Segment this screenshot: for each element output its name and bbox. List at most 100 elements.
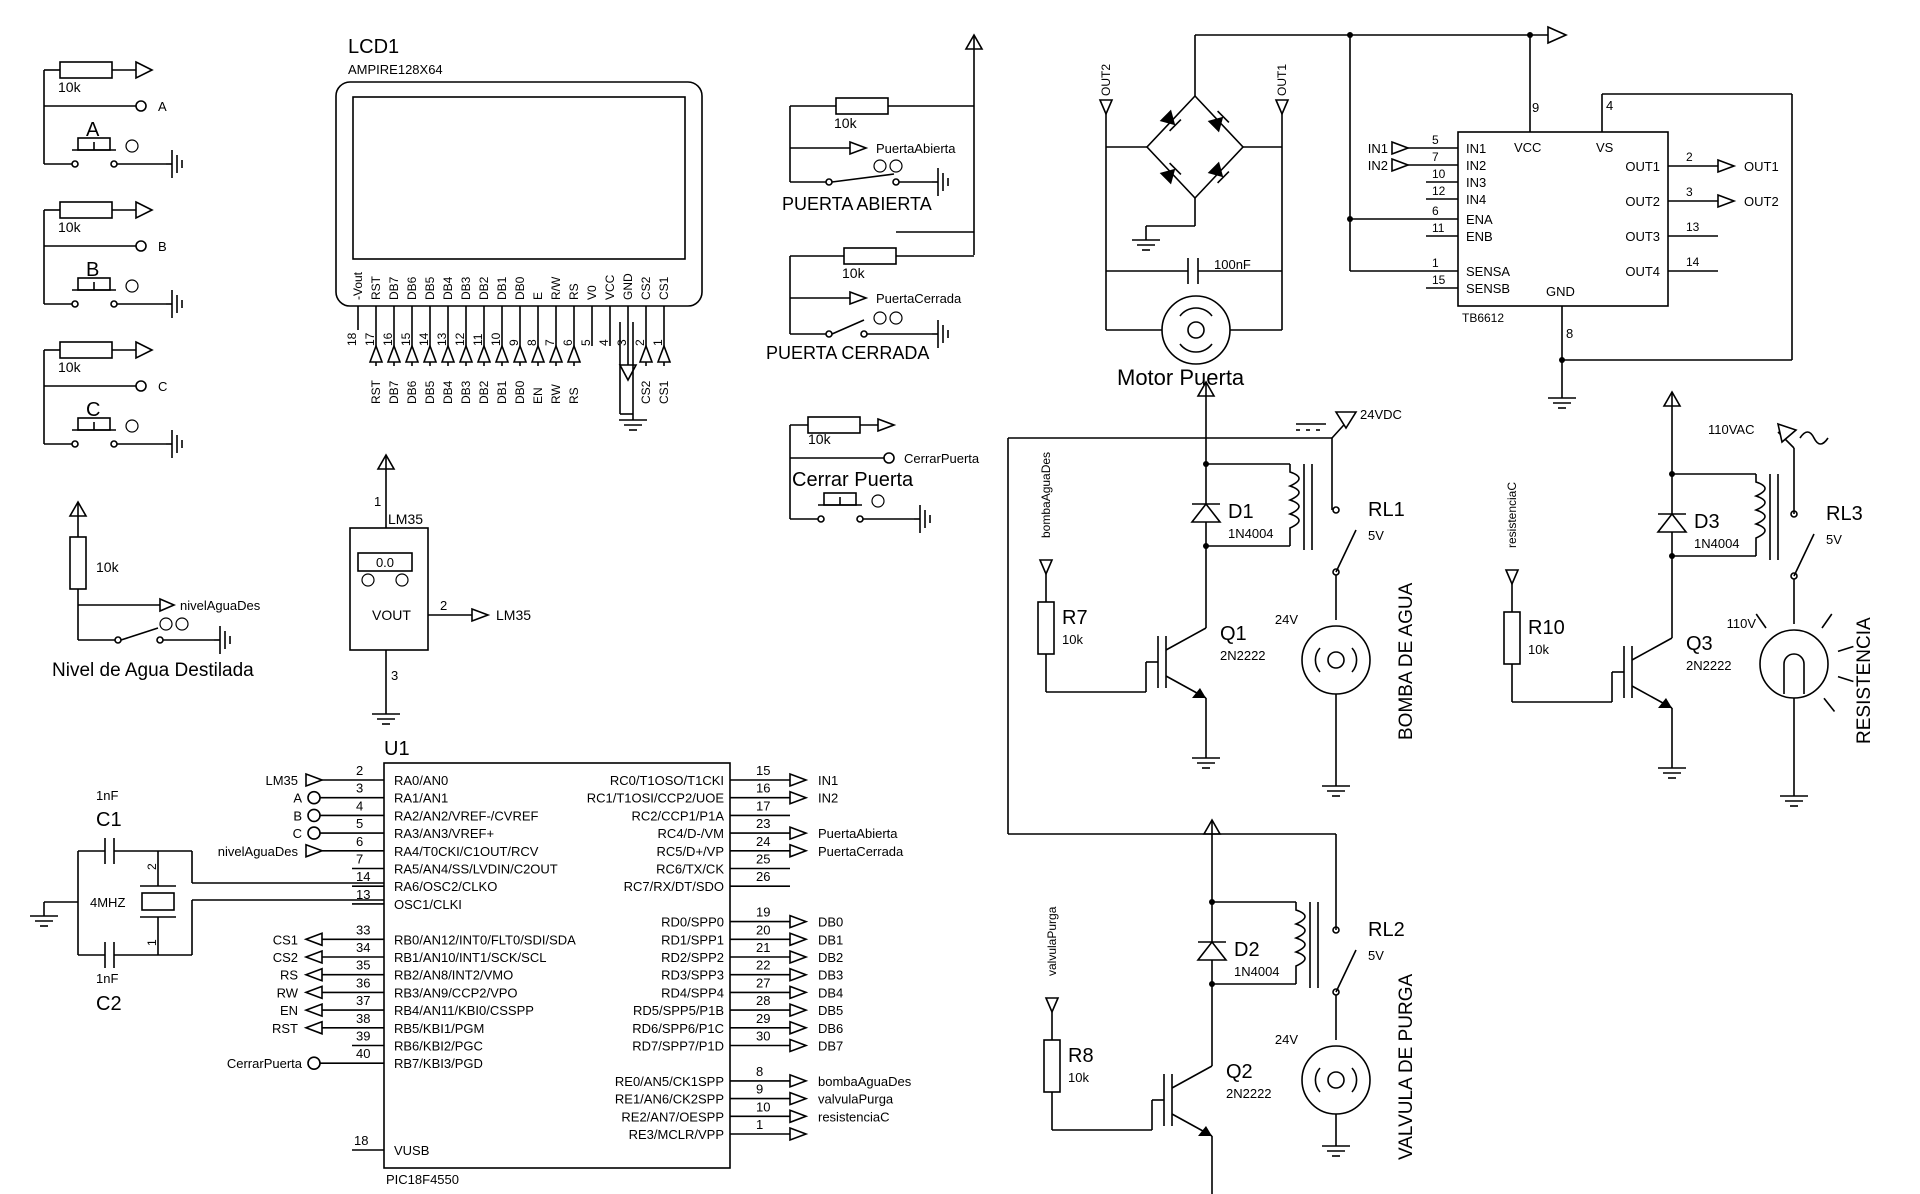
label: IN2 xyxy=(1466,158,1486,173)
label: DB2 xyxy=(477,380,491,404)
label: RD4/SPP4 xyxy=(661,985,724,1000)
door-switches: 10k PuertaAbierta PUERTA ABIERTA 10k Pue… xyxy=(766,34,983,534)
label: RB4/AN11/KBI0/CSSPP xyxy=(394,1003,534,1018)
xtal-pin1: 1 xyxy=(145,939,159,946)
label: EN xyxy=(531,387,545,404)
label: valvulaPurga xyxy=(1045,906,1059,976)
label: RST xyxy=(272,1021,298,1036)
label: DB6 xyxy=(818,1021,843,1036)
label: R7 xyxy=(1062,607,1088,629)
label: C xyxy=(293,826,302,841)
label: RE3/MCLR/VPP xyxy=(629,1127,724,1142)
label: 27 xyxy=(756,975,770,990)
label: DB7 xyxy=(387,380,401,404)
label: 11 xyxy=(1432,221,1445,235)
label: Q1 xyxy=(1220,623,1247,645)
label: RD7/SPP7/P1D xyxy=(632,1039,724,1054)
label: 24V xyxy=(1275,612,1298,627)
label: RC2/CCP1/P1A xyxy=(632,808,725,823)
label: 24 xyxy=(756,834,770,849)
label: D1 xyxy=(1228,501,1254,523)
label: RA0/AN0 xyxy=(394,773,448,788)
label: nivelAguaDes xyxy=(218,844,299,859)
label: 5V xyxy=(1368,948,1384,963)
label: VCC xyxy=(603,274,617,300)
supply-110v: 110VAC xyxy=(1708,422,1829,514)
label: RL3 xyxy=(1826,503,1863,525)
label: 15 xyxy=(756,763,770,778)
mcu-ref: U1 xyxy=(384,738,410,760)
xtal-pin2: 2 xyxy=(145,863,159,870)
label: DB5 xyxy=(423,380,437,404)
label: E xyxy=(531,292,545,300)
door-open-res: 10k xyxy=(834,115,858,131)
label: DB5 xyxy=(818,1003,843,1018)
motor-label: Motor Puerta xyxy=(1117,365,1245,390)
label: A xyxy=(86,119,100,141)
label: RC6/TX/CK xyxy=(656,862,724,877)
supply-24v: 24VDC xyxy=(1007,407,1402,930)
label: RB2/AN8/INT2/VMO xyxy=(394,968,513,983)
label: LM35 xyxy=(265,773,298,788)
label: 10k xyxy=(1528,642,1549,657)
label: A xyxy=(293,791,302,806)
label: DB2 xyxy=(818,950,843,965)
door-open-label: PUERTA ABIERTA xyxy=(782,194,932,214)
label: DB3 xyxy=(459,380,473,404)
label: CS2 xyxy=(639,276,653,300)
label: RC1/T1OSI/CCP2/UOE xyxy=(587,791,725,806)
label: 10 xyxy=(1432,167,1446,181)
lm35-pin3: 3 xyxy=(391,668,398,683)
label: 5 xyxy=(1432,133,1439,147)
label: RD1/SPP1 xyxy=(661,932,724,947)
label: DB6 xyxy=(405,276,419,300)
driver-vcc: VCC xyxy=(1514,140,1541,155)
label: DB1 xyxy=(495,276,509,300)
label: 26 xyxy=(756,869,770,884)
label: PuertaAbierta xyxy=(818,826,898,841)
label: C xyxy=(158,379,167,394)
label: 8 xyxy=(525,339,539,346)
label: 6 xyxy=(1432,204,1439,218)
label: 6 xyxy=(356,834,363,849)
label: 17 xyxy=(756,798,770,813)
label: PuertaCerrada xyxy=(818,844,904,859)
label: 25 xyxy=(756,852,770,867)
label: EN xyxy=(280,1003,298,1018)
label: CS1 xyxy=(657,380,671,404)
label: 2N2222 xyxy=(1220,648,1266,663)
label: 9 xyxy=(507,339,521,346)
label: IN2 xyxy=(818,791,838,806)
label: RA5/AN4/SS/LVDIN/C2OUT xyxy=(394,862,558,877)
label: 3 xyxy=(356,781,363,796)
label: 39 xyxy=(356,1029,370,1044)
driver-pin8: 8 xyxy=(1566,326,1573,341)
label: RS xyxy=(567,283,581,300)
label: bombaAguaDes xyxy=(1039,452,1053,538)
label: 35 xyxy=(356,958,370,973)
lm35-net: LM35 xyxy=(496,607,531,623)
label: DB2 xyxy=(477,276,491,300)
lm35-vout: VOUT xyxy=(372,607,411,623)
